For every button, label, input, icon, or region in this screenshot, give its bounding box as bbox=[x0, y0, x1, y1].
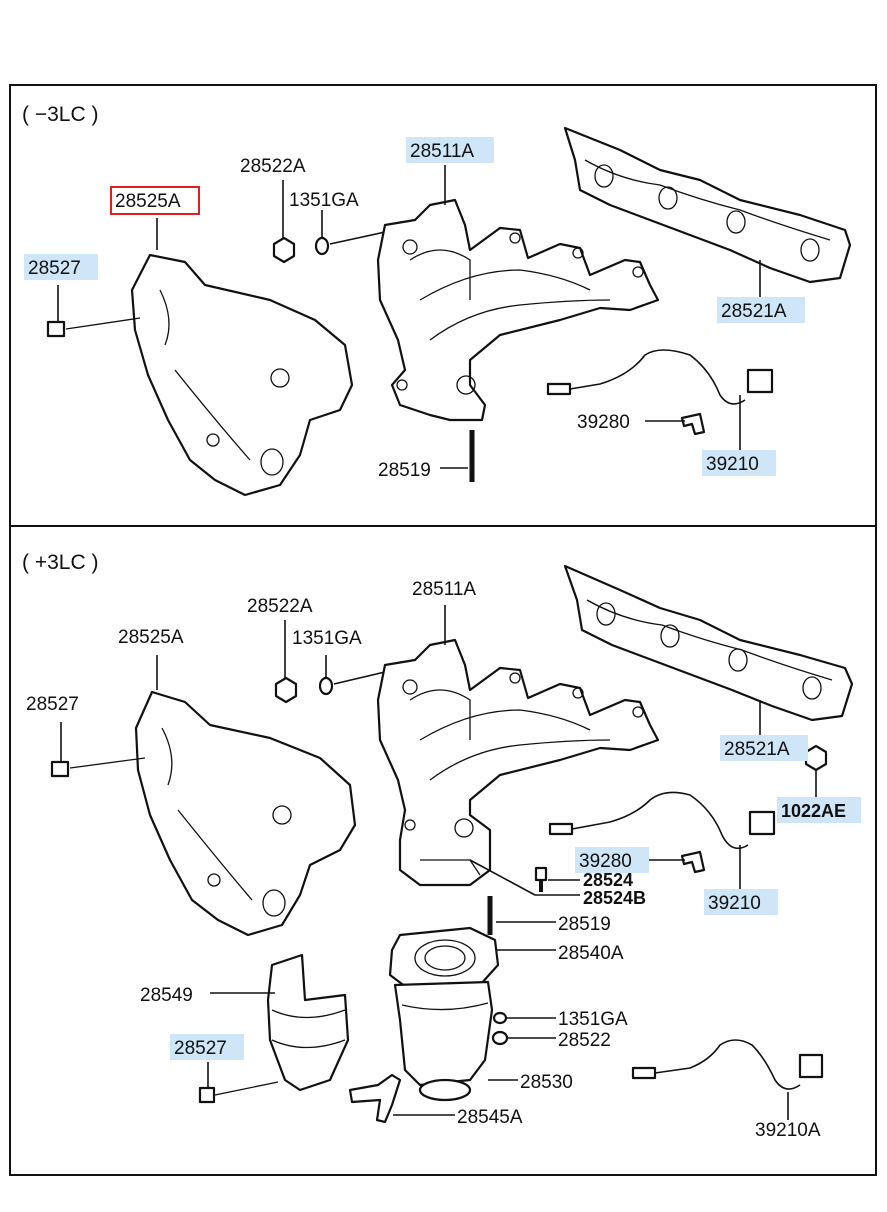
label-28522[interactable]: 28522 bbox=[558, 1030, 611, 1051]
label-1351GA[interactable]: 1351GA bbox=[292, 628, 362, 649]
label-28522A[interactable]: 28522A bbox=[247, 596, 313, 617]
stud-line bbox=[333, 671, 386, 685]
bottom-section: 28525A 28527 28522A 1351GA 28511A 28521A… bbox=[26, 564, 861, 1141]
heat-shield-hole bbox=[260, 448, 284, 476]
label-highlight bbox=[24, 254, 98, 280]
oxygen-sensor-part bbox=[546, 349, 774, 405]
label-highlight bbox=[777, 797, 861, 823]
bolt-shaft bbox=[65, 317, 141, 330]
washer-part bbox=[492, 1011, 508, 1025]
label-1351GA[interactable]: 1351GA bbox=[289, 190, 359, 211]
label-39210A[interactable]: 39210A bbox=[755, 1120, 821, 1141]
bolt-head bbox=[50, 760, 70, 778]
top-section: 28525A 28527 28522A 1351GA 28511A 28521A… bbox=[24, 126, 852, 497]
heat-shield-rib bbox=[159, 289, 170, 346]
heat-shield-hole bbox=[206, 433, 220, 447]
label-28524[interactable]: 28524 bbox=[583, 870, 633, 890]
bolt-shaft bbox=[69, 757, 146, 769]
label-28521A[interactable]: 28521A bbox=[721, 301, 787, 322]
manifold-gasket-part bbox=[563, 564, 854, 722]
heat-shield-hole bbox=[272, 805, 292, 825]
exhaust-manifold-part bbox=[376, 638, 660, 887]
label-28511A[interactable]: 28511A bbox=[412, 579, 476, 600]
sensor-bracket-part bbox=[680, 850, 706, 874]
catalytic-converter-part bbox=[388, 926, 500, 1102]
nut-part bbox=[804, 744, 828, 772]
heat-shield-rib bbox=[161, 727, 173, 786]
heat-shield-rib bbox=[177, 809, 253, 901]
heat-shield-rib bbox=[174, 369, 251, 461]
label-28545A[interactable]: 28545A bbox=[457, 1107, 523, 1128]
label-highlight bbox=[717, 297, 805, 323]
washer-part bbox=[314, 236, 330, 256]
lower-heat-shield-rib bbox=[271, 1009, 346, 1019]
label-highlight bbox=[170, 1034, 244, 1060]
label-highlight bbox=[704, 889, 778, 915]
bolt-shaft bbox=[214, 1081, 279, 1096]
label-highlight bbox=[406, 137, 494, 163]
heat-shield-part bbox=[130, 253, 354, 497]
nut-part bbox=[491, 1030, 509, 1046]
label-28519[interactable]: 28519 bbox=[558, 914, 611, 935]
oxygen-sensor-part bbox=[548, 791, 776, 850]
leader-line bbox=[469, 859, 536, 896]
oxygen-sensor-part bbox=[631, 1039, 824, 1090]
heat-shield-hole bbox=[270, 368, 290, 388]
selected-label-border bbox=[110, 186, 200, 215]
bolt-head bbox=[198, 1086, 216, 1104]
manifold-gasket-part bbox=[563, 126, 852, 284]
label-39210[interactable]: 39210 bbox=[708, 893, 761, 914]
washer-part bbox=[318, 676, 334, 696]
sensor-bracket-part bbox=[680, 412, 706, 436]
label-28549[interactable]: 28549 bbox=[140, 985, 193, 1006]
label-28511A[interactable]: 28511A bbox=[410, 141, 474, 162]
section-header-minus-3lc: ( −3LC ) bbox=[22, 103, 98, 126]
label-39280[interactable]: 39280 bbox=[577, 412, 630, 433]
lower-heat-shield-rib bbox=[271, 1039, 346, 1049]
label-28521A[interactable]: 28521A bbox=[724, 739, 790, 760]
label-39210[interactable]: 39210 bbox=[706, 454, 759, 475]
nut-part bbox=[274, 676, 298, 704]
label-highlight bbox=[575, 847, 649, 873]
label-28527[interactable]: 28527 bbox=[26, 694, 79, 715]
label-28525A[interactable]: 28525A bbox=[118, 627, 184, 648]
label-highlight bbox=[702, 450, 776, 476]
nut-part bbox=[272, 236, 296, 264]
label-28530[interactable]: 28530 bbox=[520, 1072, 573, 1093]
exhaust-manifold-part bbox=[376, 198, 660, 422]
label-28525A[interactable]: 28525A bbox=[115, 191, 181, 212]
label-28519[interactable]: 28519 bbox=[378, 460, 431, 481]
label-28524B[interactable]: 28524B bbox=[583, 888, 646, 908]
lower-heat-shield-part bbox=[266, 953, 350, 1092]
heat-shield-part bbox=[134, 690, 357, 937]
section-header-plus-3lc: ( +3LC ) bbox=[22, 551, 98, 574]
label-28527[interactable]: 28527 bbox=[28, 258, 81, 279]
diagram-frame bbox=[9, 84, 877, 1176]
stud-line bbox=[329, 231, 386, 245]
bolt-head bbox=[46, 320, 66, 338]
label-highlight bbox=[720, 735, 808, 761]
label-28527-lower[interactable]: 28527 bbox=[174, 1038, 227, 1059]
label-28540A[interactable]: 28540A bbox=[558, 943, 624, 964]
label-1351GA-lower[interactable]: 1351GA bbox=[558, 1009, 628, 1030]
label-39280[interactable]: 39280 bbox=[579, 851, 632, 872]
label-1022AE[interactable]: 1022AE bbox=[781, 801, 846, 821]
heat-shield-hole bbox=[207, 873, 221, 887]
bolt-part bbox=[534, 866, 548, 882]
bracket-part bbox=[348, 1073, 402, 1124]
heat-shield-hole bbox=[262, 889, 286, 917]
label-28522A[interactable]: 28522A bbox=[240, 156, 306, 177]
